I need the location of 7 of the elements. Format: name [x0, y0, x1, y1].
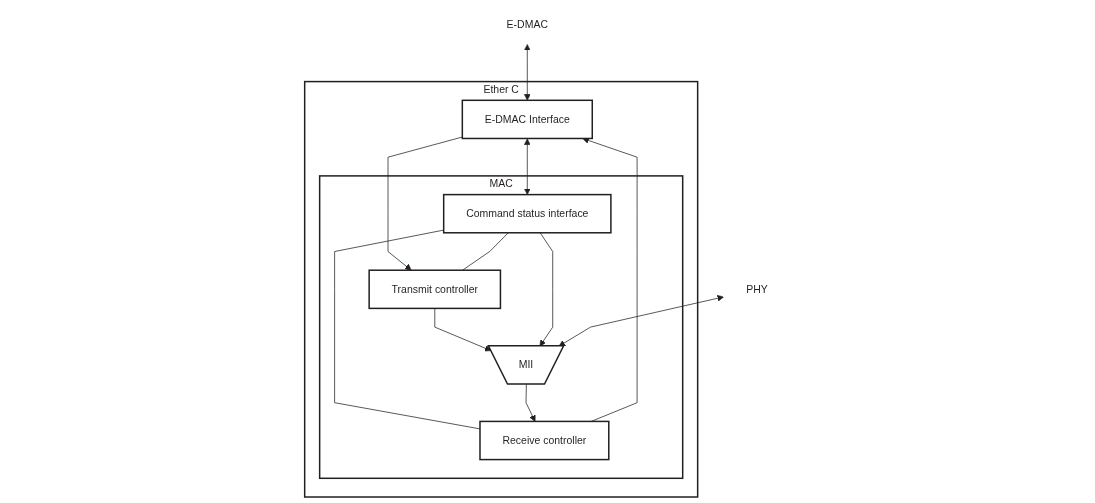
node-box: E-DMAC Interface — [461, 99, 593, 140]
connector — [462, 232, 509, 271]
node-box: Command status interface — [442, 193, 612, 234]
node-text: E-DMAC — [506, 18, 548, 31]
node-box: Receive controller — [479, 420, 610, 461]
node-text: PHY — [746, 282, 768, 295]
node-box: Transmit controller — [368, 269, 502, 310]
